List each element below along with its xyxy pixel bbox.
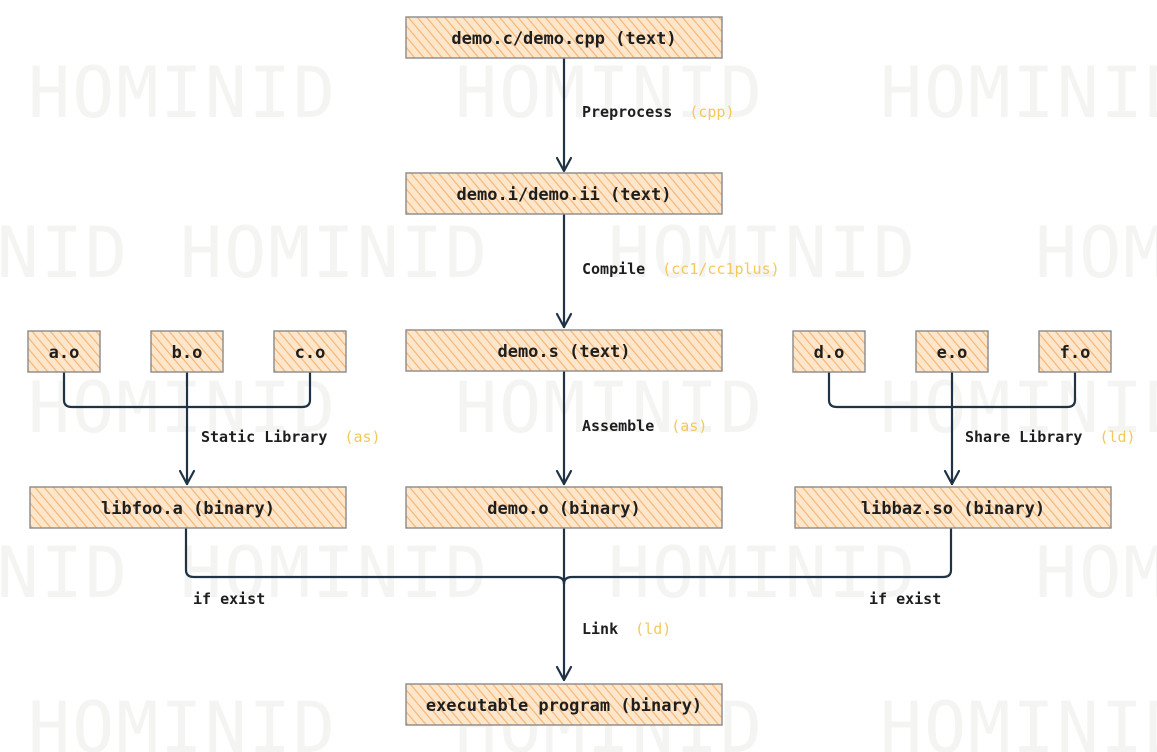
edges <box>62 56 1077 682</box>
link-tool: (ld) <box>635 620 671 638</box>
node-a-o: a.o <box>27 330 101 373</box>
node-label: demo.i/demo.ii (text) <box>457 185 672 205</box>
watermark-text: HOMINID <box>455 367 764 449</box>
watermark-text: HOMINID <box>180 532 489 614</box>
watermark-text: HOMINID <box>28 52 337 134</box>
node-label: f.o <box>1060 343 1091 363</box>
watermark-text: HOMINID <box>608 532 917 614</box>
node-label: e.o <box>937 343 968 363</box>
static-library-label: Static Library (as) <box>201 428 381 446</box>
arrowhead <box>555 312 573 329</box>
static-library-label-text: Static Library <box>201 428 327 446</box>
arrowhead <box>943 469 961 486</box>
node-box <box>150 330 224 373</box>
arrowhead <box>555 156 573 173</box>
nodes: demo.c/demo.cpp (text) demo.i/demo.ii (t… <box>27 16 1112 726</box>
assemble-tool: (as) <box>671 417 707 435</box>
watermark-text: HOMINID <box>608 212 917 294</box>
node-box <box>1038 330 1112 373</box>
preprocess-tool: (cpp) <box>689 103 734 121</box>
node-box <box>405 16 723 59</box>
static-library-tool: (as) <box>344 428 380 446</box>
node-label: libfoo.a (binary) <box>101 499 275 519</box>
assemble-label-text: Assemble <box>582 417 654 435</box>
node-preprocessed: demo.i/demo.ii (text) <box>405 172 723 215</box>
share-library-label: Share Library (ld) <box>965 428 1136 446</box>
node-c-o: c.o <box>273 330 347 373</box>
node-label: libbaz.so (binary) <box>861 499 1045 519</box>
node-box <box>273 330 347 373</box>
node-box <box>27 330 101 373</box>
node-box <box>405 329 723 372</box>
edge-labels: Preprocess (cpp) Compile (cc1/cc1plus) A… <box>193 103 1136 638</box>
arrowhead <box>555 665 573 682</box>
node-label: demo.s (text) <box>497 342 630 362</box>
node-box <box>792 330 866 373</box>
watermark-text: HOMINID <box>180 212 489 294</box>
compile-label-text: Compile <box>582 260 645 278</box>
node-label: d.o <box>814 343 845 363</box>
arrowhead <box>555 469 573 486</box>
node-label: demo.o (binary) <box>487 499 641 519</box>
node-e-o: e.o <box>915 330 989 373</box>
if-exist-left-label: if exist <box>193 590 265 608</box>
node-box <box>794 486 1112 529</box>
link-label-text: Link <box>582 620 618 638</box>
node-box <box>405 683 723 726</box>
node-label: demo.c/demo.cpp (text) <box>451 29 676 49</box>
node-label: executable program (binary) <box>426 696 702 716</box>
node-object: demo.o (binary) <box>405 486 723 529</box>
node-box <box>405 172 723 215</box>
link-label: Link (ld) <box>582 620 671 638</box>
node-static-lib: libfoo.a (binary) <box>29 486 347 529</box>
node-f-o: f.o <box>1038 330 1112 373</box>
watermark-text: HOMINID <box>880 687 1157 752</box>
watermark-text: HOMINID <box>0 532 129 614</box>
node-executable: executable program (binary) <box>405 683 723 726</box>
watermark-text: HOMINID <box>28 687 337 752</box>
watermark-text: HOMINID <box>0 212 129 294</box>
compile-tool: (cc1/cc1plus) <box>662 260 779 278</box>
node-label: b.o <box>172 343 203 363</box>
node-label: c.o <box>295 343 326 363</box>
share-library-label-text: Share Library <box>965 428 1082 446</box>
node-box <box>29 486 347 529</box>
watermark-layer: HOMINID HOMINID HOMINID HOMINID HOMINID … <box>0 52 1157 752</box>
node-source: demo.c/demo.cpp (text) <box>405 16 723 59</box>
node-box <box>405 486 723 529</box>
preprocess-label-text: Preprocess <box>582 103 672 121</box>
share-library-tool: (ld) <box>1099 428 1135 446</box>
node-label: a.o <box>49 343 80 363</box>
watermark-text: HOMINID <box>455 52 764 134</box>
assemble-label: Assemble (as) <box>582 417 707 435</box>
if-exist-right-label: if exist <box>869 590 941 608</box>
node-d-o: d.o <box>792 330 866 373</box>
node-b-o: b.o <box>150 330 224 373</box>
compile-label: Compile (cc1/cc1plus) <box>582 260 780 278</box>
node-assembly: demo.s (text) <box>405 329 723 372</box>
watermark-text: HOMINID <box>1035 212 1157 294</box>
watermark-text: HOMINID <box>1035 532 1157 614</box>
node-shared-lib: libbaz.so (binary) <box>794 486 1112 529</box>
watermark-text: HOMINID <box>880 52 1157 134</box>
node-box <box>915 330 989 373</box>
preprocess-label: Preprocess (cpp) <box>582 103 735 121</box>
arrowhead <box>178 469 196 486</box>
